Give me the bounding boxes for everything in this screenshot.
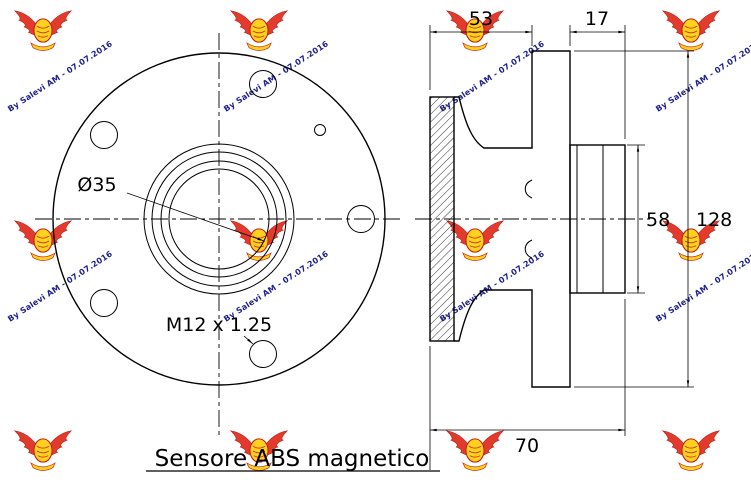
watermark-logo <box>446 220 504 262</box>
watermark-text: By Salevi AM - 07.07.2016 <box>654 249 751 324</box>
watermark-logo <box>662 430 720 472</box>
watermark-logo <box>662 10 720 52</box>
thread-leader-line <box>243 335 254 345</box>
bearing-ring <box>569 144 626 294</box>
center-bore-circle <box>168 168 270 270</box>
watermark-logo <box>230 220 288 262</box>
front-view: Ø35 M12 x 1.25 <box>35 33 404 438</box>
groove-upper <box>524 179 533 199</box>
bolt-hole <box>249 340 277 368</box>
pin-hole <box>314 124 326 136</box>
watermark-text: By Salevi AM - 07.07.2016 <box>222 249 330 324</box>
watermark-logo <box>14 430 72 472</box>
side-view <box>415 50 650 388</box>
watermark-logo <box>230 10 288 52</box>
watermark-text: By Salevi AM - 07.07.2016 <box>6 39 114 114</box>
dim-58-label: 58 <box>646 209 670 231</box>
groove-lower <box>524 239 533 259</box>
dim-17-label: 17 <box>585 8 609 30</box>
watermark-logo <box>14 220 72 262</box>
bolt-hole <box>90 289 118 317</box>
abs-note: Sensore ABS magnetico <box>146 346 440 472</box>
bolt-hole <box>249 70 277 98</box>
dim-128-label: 128 <box>696 209 732 231</box>
dimensions: 53 17 70 58 128 <box>429 8 732 457</box>
bore-diameter-label: Ø35 <box>77 174 116 196</box>
hub-ring-circle-2 <box>160 160 278 278</box>
bolt-hole <box>347 205 375 233</box>
abs-note-text: Sensore ABS magnetico <box>155 446 430 472</box>
bolt-thread-label: M12 x 1.25 <box>166 314 272 336</box>
watermark-text: By Salevi AM - 07.07.2016 <box>222 39 330 114</box>
watermark-text: By Salevi AM - 07.07.2016 <box>6 249 114 324</box>
bore-leader-line <box>126 192 265 242</box>
hub-ring-circle-4 <box>143 143 295 295</box>
watermark-logo <box>14 10 72 52</box>
abs-encoder-ring-section <box>429 96 455 342</box>
flange-outer-circle <box>52 52 386 386</box>
watermark-logo <box>446 430 504 472</box>
dim-70-label: 70 <box>515 435 539 457</box>
bolt-hole <box>90 121 118 149</box>
watermark-layer: By Salevi AM - 07.07.2016 By Salevi AM -… <box>6 10 751 472</box>
watermark-text: By Salevi AM - 07.07.2016 <box>654 39 751 114</box>
dim-53-label: 53 <box>469 8 493 30</box>
hub-ring-circle-3 <box>151 151 287 287</box>
